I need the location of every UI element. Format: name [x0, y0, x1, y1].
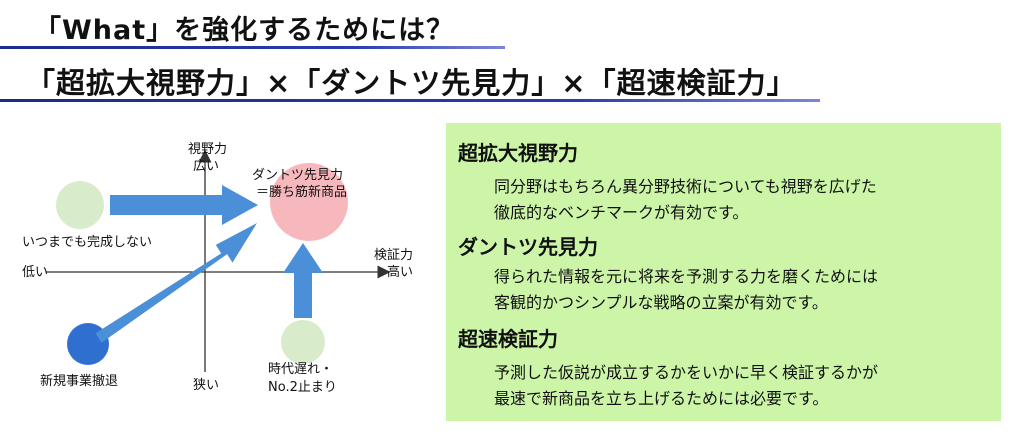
diagram-graphics — [46, 149, 391, 372]
section-heading-verification: 超速検証力 — [458, 327, 558, 351]
x-axis-right-label: 高い — [387, 265, 414, 280]
subtitle-underline — [0, 99, 820, 102]
y-axis-label: 視野力 — [188, 142, 228, 157]
section-heading-foresight: ダントツ先見力 — [458, 235, 598, 259]
never-complete-circle — [56, 181, 104, 229]
y-axis-bottom-label: 狭い — [193, 378, 220, 393]
title-underline — [0, 46, 505, 49]
outdated-circle — [281, 320, 325, 364]
section-text-foresight-1: 得られた情報を元に将来を予測する力を磨くためには — [494, 267, 879, 286]
section-text-foresight-2: 客観的かつシンプルな戦略の立案が有効です。 — [494, 293, 828, 312]
description-panel: 超拡大視野力 同分野はもちろん異分野技術についても視野を広げた 徹底的なベンチマ… — [446, 123, 1001, 421]
x-axis-left-label: 低い — [22, 265, 49, 280]
x-axis-label: 検証力 — [374, 248, 414, 263]
y-axis-top-label: 広い — [193, 159, 220, 174]
page-title: 「What」を強化するためには？ — [34, 15, 455, 46]
section-text-verification-2: 最速で新商品を立ち上げるためには必要です。 — [494, 389, 829, 408]
target-circle — [270, 163, 348, 241]
outdated-label: 時代遅れ・ — [268, 362, 334, 377]
page-subtitle: 「超拡大視野力」×「ダントツ先見力」×「超速検証力」 — [26, 66, 797, 100]
horizontal-arrow — [110, 185, 258, 225]
section-text-vision-2: 徹底的なベンチマークが有効です。 — [494, 203, 749, 222]
strategy-diagram: 視野力 広い 狭い 検証力 高い 低い ダントツ先見力 ＝勝ち筋新商品 いつまで… — [0, 120, 440, 436]
vertical-arrow — [283, 243, 323, 318]
section-heading-vision: 超拡大視野力 — [458, 141, 578, 165]
section-text-verification-1: 予測した仮説が成立するかをいかに早く検証するかが — [494, 363, 879, 382]
target-label: ダントツ先見力 — [252, 168, 344, 183]
never-complete-label: いつまでも完成しない — [22, 235, 153, 250]
outdated-sublabel: No.2止まり — [268, 380, 337, 395]
exit-label: 新規事業撤退 — [40, 374, 119, 389]
section-text-vision-1: 同分野はもちろん異分野技術についても視野を広げた — [494, 177, 877, 196]
target-sublabel: ＝勝ち筋新商品 — [256, 185, 348, 200]
diagonal-arrow — [95, 223, 257, 343]
